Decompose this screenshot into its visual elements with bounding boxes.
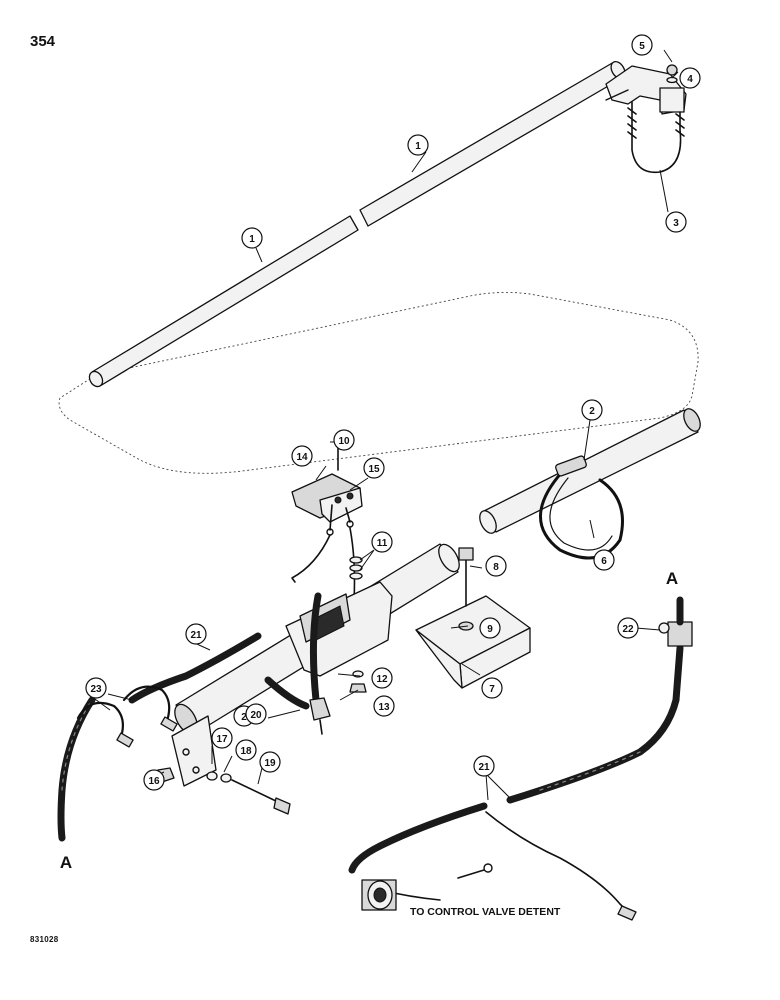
switch-assembly — [291, 439, 363, 536]
svg-text:15: 15 — [368, 464, 380, 475]
cab-outline — [58, 291, 699, 474]
svg-text:12: 12 — [376, 674, 388, 685]
note-control-valve: TO CONTROL VALVE DETENT — [410, 906, 561, 918]
callout-1b: 1 — [241, 227, 263, 249]
svg-text:20: 20 — [250, 710, 262, 721]
svg-text:2: 2 — [241, 712, 247, 723]
callout-7: 7 — [481, 677, 503, 699]
svg-text:3: 3 — [673, 218, 679, 229]
washer-stack-11 — [349, 556, 363, 580]
callout-15: 15 — [363, 457, 385, 479]
harness-wire — [485, 811, 629, 913]
svg-text:22: 22 — [622, 624, 634, 635]
callout-19: 19 — [259, 751, 281, 773]
nut-12-13 — [349, 670, 367, 693]
callout-6: 6 — [593, 549, 615, 571]
svg-text:6: 6 — [601, 556, 607, 567]
ground-terminal — [483, 863, 493, 873]
callout-22: 22 — [617, 617, 639, 639]
callout-3: 3 — [665, 211, 687, 233]
strap-6 — [539, 455, 624, 560]
page-number: 354 — [30, 33, 56, 50]
svg-text:2: 2 — [589, 406, 595, 417]
callout-4: 4 — [679, 67, 701, 89]
svg-text:9: 9 — [487, 624, 493, 635]
callout-13: 13 — [373, 695, 395, 717]
lower-rod-2 — [479, 408, 701, 534]
callout-12: 12 — [371, 667, 393, 689]
svg-text:13: 13 — [378, 702, 390, 713]
switch-lead-right — [349, 527, 356, 601]
hose-21-left-branch — [348, 802, 488, 874]
handrail-rod — [88, 60, 626, 388]
callout-1a: 1 — [407, 134, 429, 156]
callout-21a: 21 — [185, 623, 207, 645]
callout-bubbles: 1 1 2 2 3 4 5 6 7 8 9 10 11 12 13 14 15 … — [85, 34, 701, 791]
callout-2a: 2 — [581, 399, 603, 421]
ground-lead — [457, 869, 485, 879]
figure-code: 831028 — [30, 935, 59, 944]
svg-text:10: 10 — [338, 436, 350, 447]
svg-text:23: 23 — [90, 684, 102, 695]
rod-mount-bracket — [605, 64, 687, 174]
svg-text:7: 7 — [489, 684, 495, 695]
callout-9: 9 — [479, 617, 501, 639]
callout-17: 17 — [211, 727, 233, 749]
svg-text:8: 8 — [493, 562, 499, 573]
callout-20: 20 — [245, 703, 267, 725]
svg-text:1: 1 — [415, 141, 421, 152]
svg-text:18: 18 — [240, 746, 252, 757]
callout-23: 23 — [85, 677, 107, 699]
fitting-20 — [309, 697, 331, 735]
callout-21b: 21 — [473, 755, 495, 777]
callout-11: 11 — [371, 531, 393, 553]
end-terminal — [617, 905, 637, 921]
connector-plug — [361, 879, 397, 911]
svg-text:1: 1 — [249, 234, 255, 245]
hose-21-upper — [128, 632, 262, 704]
hose-left-down — [57, 696, 96, 842]
leader-lines — [87, 49, 679, 801]
svg-text:19: 19 — [264, 758, 276, 769]
svg-text:4: 4 — [687, 74, 693, 85]
hose-21-lower — [506, 644, 684, 804]
callout-5: 5 — [631, 34, 653, 56]
hose-under-tube — [264, 676, 310, 710]
svg-text:17: 17 — [216, 734, 228, 745]
callout-8: 8 — [485, 555, 507, 577]
callout-10: 10 — [333, 429, 355, 451]
callout-18: 18 — [235, 739, 257, 761]
svg-text:16: 16 — [148, 776, 160, 787]
svg-text:21: 21 — [190, 630, 202, 641]
marker-a-right: A — [666, 569, 678, 588]
svg-text:21: 21 — [478, 762, 490, 773]
svg-text:14: 14 — [296, 452, 308, 463]
bracket-hardware-16-19 — [157, 715, 291, 815]
svg-text:5: 5 — [639, 41, 645, 52]
callout-16: 16 — [143, 769, 165, 791]
marker-a-left: A — [60, 853, 72, 872]
clamps-23 — [76, 685, 178, 748]
hose-21-vertical — [309, 592, 322, 704]
svg-text:11: 11 — [377, 538, 388, 549]
clip-22 — [658, 621, 693, 647]
switch-lead-left — [291, 534, 331, 583]
callout-14: 14 — [291, 445, 313, 467]
